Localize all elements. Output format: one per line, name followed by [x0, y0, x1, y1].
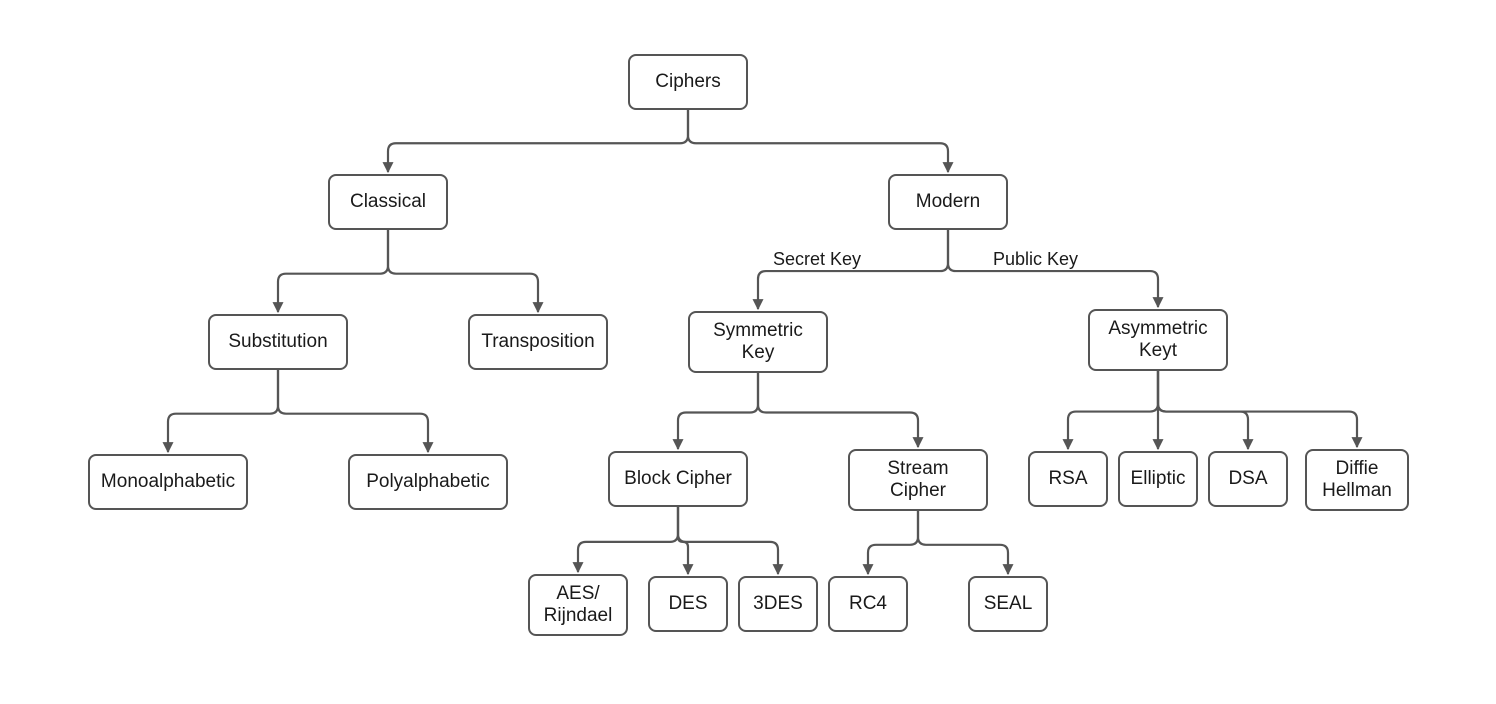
node-des[interactable]: DES — [648, 576, 728, 632]
connector-asymmetric-key-to-diffie-hellman — [1156, 371, 1363, 449]
connector-substitution-to-monoalphabetic — [162, 370, 280, 454]
edge-label-secret-key-label: Secret Key — [773, 249, 862, 269]
node-rc4[interactable]: RC4 — [828, 576, 908, 632]
node-classical[interactable]: Classical — [328, 174, 448, 230]
edge-label-public-key-label: Public Key — [993, 249, 1079, 269]
connector-symmetric-key-to-stream-cipher — [756, 373, 924, 449]
node-aes-rijndael[interactable]: AES/ Rijndael — [528, 574, 628, 636]
connector-modern-to-asymmetric-key — [946, 230, 1164, 309]
connector-block-cipher-to-3des — [676, 507, 784, 576]
node-dsa[interactable]: DSA — [1208, 451, 1288, 507]
connector-asymmetric-key-to-rsa — [1062, 371, 1160, 451]
node-polyalphabetic[interactable]: Polyalphabetic — [348, 454, 508, 510]
node-symmetric-key[interactable]: Symmetric Key — [688, 311, 828, 373]
connector-stream-cipher-to-seal — [916, 511, 1014, 576]
connector-ciphers-to-modern — [686, 110, 954, 174]
connector-classical-to-transposition — [386, 230, 544, 314]
node-block-cipher[interactable]: Block Cipher — [608, 451, 748, 507]
node-stream-cipher[interactable]: Stream Cipher — [848, 449, 988, 511]
node-elliptic[interactable]: Elliptic — [1118, 451, 1198, 507]
node-diffie-hellman[interactable]: Diffie Hellman — [1305, 449, 1409, 511]
connector-substitution-to-polyalphabetic — [276, 370, 434, 454]
node-ciphers[interactable]: Ciphers — [628, 54, 748, 110]
node-seal[interactable]: SEAL — [968, 576, 1048, 632]
node-transposition[interactable]: Transposition — [468, 314, 608, 370]
node-monoalphabetic[interactable]: Monoalphabetic — [88, 454, 248, 510]
node-3des[interactable]: 3DES — [738, 576, 818, 632]
node-modern[interactable]: Modern — [888, 174, 1008, 230]
connector-block-cipher-to-aes-rijndael — [572, 507, 680, 574]
connector-stream-cipher-to-rc4 — [862, 511, 920, 576]
connector-asymmetric-key-to-dsa — [1156, 371, 1254, 451]
connector-ciphers-to-classical — [382, 110, 690, 174]
node-asymmetric-key[interactable]: Asymmetric Keyt — [1088, 309, 1228, 371]
connector-classical-to-substitution — [272, 230, 390, 314]
node-substitution[interactable]: Substitution — [208, 314, 348, 370]
connector-symmetric-key-to-block-cipher — [672, 373, 760, 451]
node-rsa[interactable]: RSA — [1028, 451, 1108, 507]
